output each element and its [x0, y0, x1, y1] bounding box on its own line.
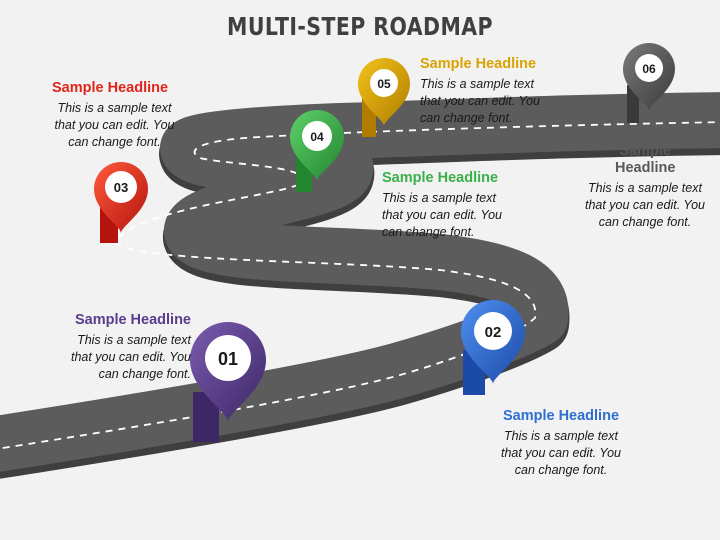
- step-04-text: Sample Headline This is a sample text th…: [382, 170, 507, 241]
- step-05-headline: Sample Headline: [420, 56, 537, 72]
- step-pin-05: 05: [358, 58, 410, 137]
- step-number-06: 06: [642, 62, 656, 76]
- step-01-headline: Sample Headline: [74, 312, 191, 328]
- step-02-headline: Sample Headline: [502, 408, 620, 424]
- step-number-04: 04: [310, 130, 324, 144]
- step-06-text: Sample Headline This is a sample text th…: [584, 143, 706, 231]
- step-01-text: Sample Headline This is a sample text th…: [63, 312, 191, 383]
- step-number-02: 02: [485, 324, 502, 341]
- step-pin-01: 01: [190, 322, 266, 442]
- step-05-body: This is a sample text that you can edit.…: [420, 77, 541, 125]
- step-02-text: Sample Headline This is a sample text th…: [500, 408, 622, 479]
- road-lane-dashes: [0, 121, 720, 450]
- step-01-body: This is a sample text that you can edit.…: [70, 333, 191, 381]
- step-05-text: Sample Headline This is a sample text th…: [420, 56, 545, 127]
- step-pin-03: 03: [94, 162, 148, 243]
- step-number-01: 01: [218, 349, 238, 369]
- step-03-headline: Sample Headline: [52, 80, 169, 96]
- page-title: MULTI-STEP ROADMAP: [227, 12, 493, 41]
- step-03-body: This is a sample text that you can edit.…: [54, 101, 175, 149]
- step-pin-02: 02: [461, 300, 525, 395]
- step-06-body: This is a sample text that you can edit.…: [584, 181, 705, 229]
- step-02-body: This is a sample text that you can edit.…: [500, 429, 621, 477]
- step-number-03: 03: [114, 180, 128, 195]
- step-03-text: Sample Headline This is a sample text th…: [52, 80, 177, 151]
- step-04-headline: Sample Headline: [382, 170, 499, 186]
- step-pin-06: 06: [623, 43, 675, 123]
- step-06-headline: Sample Headline: [615, 143, 676, 176]
- step-pin-04: 04: [290, 110, 344, 192]
- step-number-05: 05: [377, 77, 391, 91]
- step-04-body: This is a sample text that you can edit.…: [382, 191, 503, 239]
